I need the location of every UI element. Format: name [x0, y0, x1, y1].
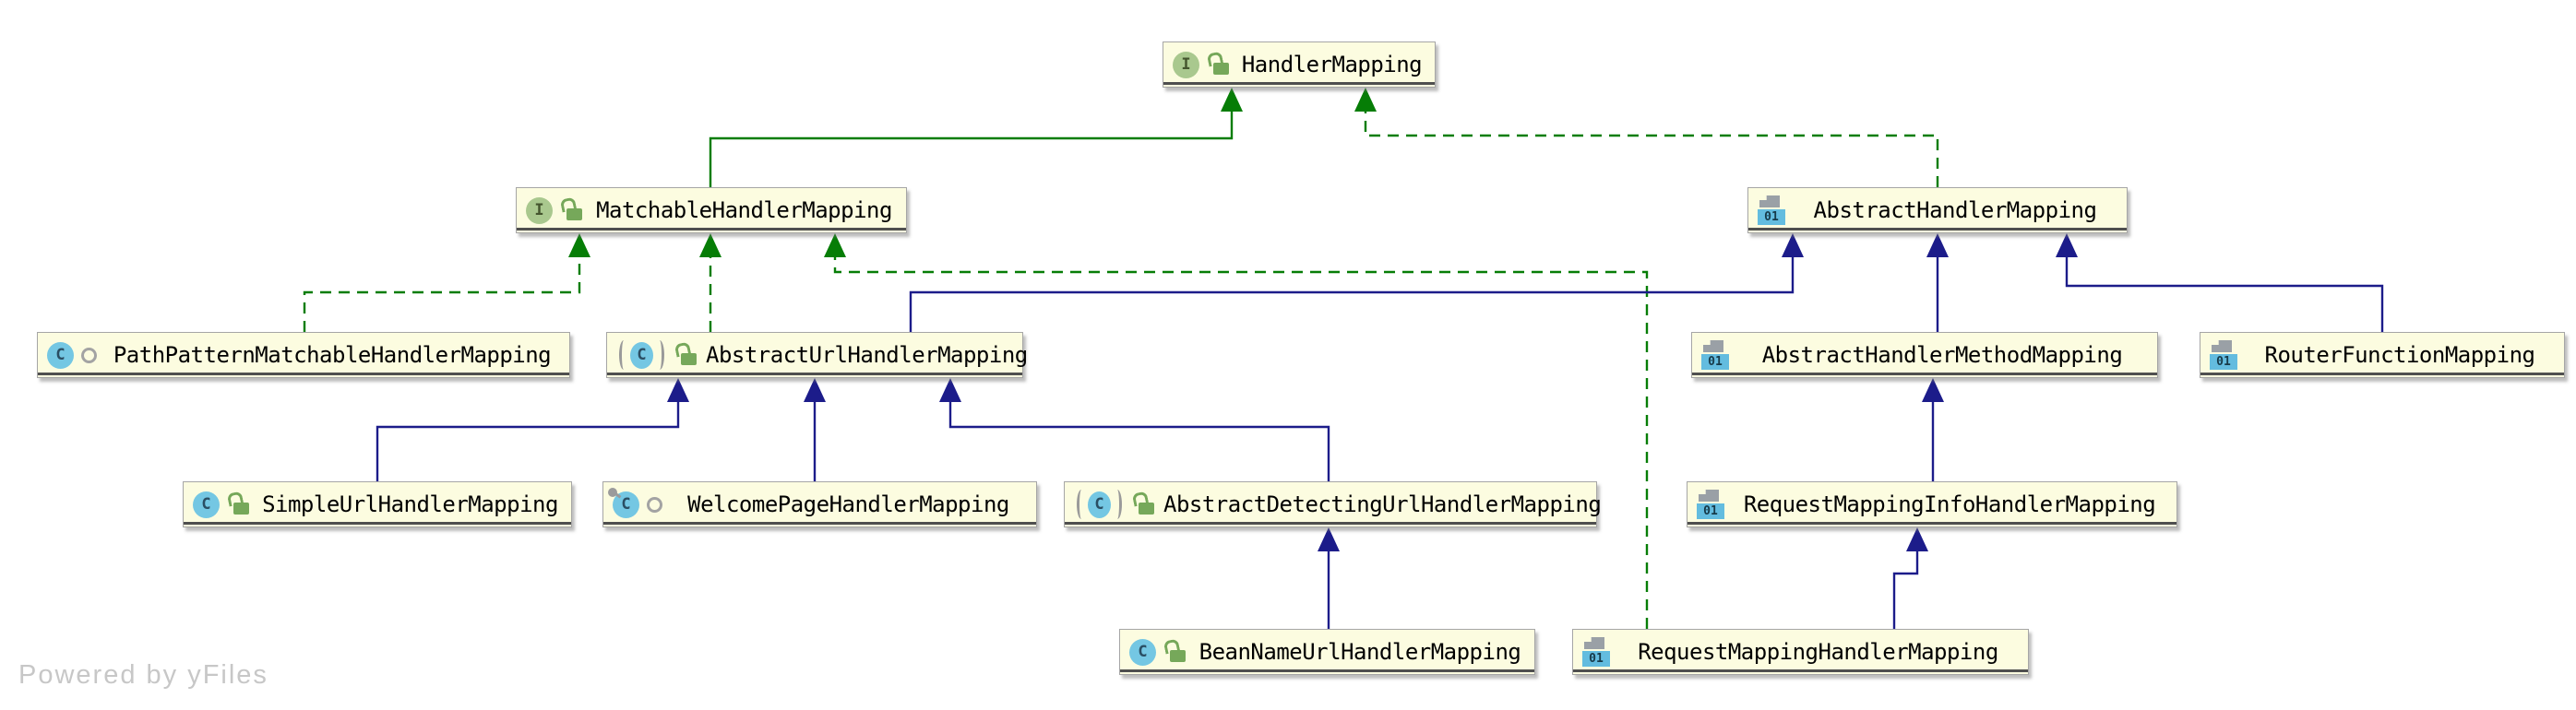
- class-file-icon: [1697, 490, 1724, 519]
- yfiles-watermark: Powered by yFiles: [18, 660, 268, 690]
- open-lock-icon: [227, 490, 251, 519]
- arrowhead-extends-abstract-handler-mapping: [2056, 233, 2078, 257]
- arrowhead-extends-abstract-handler-mapping: [1926, 233, 1949, 257]
- edge-simple-url-handler-mapping-extends-abstract-url-handler-mapping: [376, 400, 680, 481]
- open-lock-icon: [674, 340, 698, 370]
- open-lock-icon: [1163, 637, 1187, 667]
- arrowhead-implements-matchable-handler-mapping: [824, 233, 846, 257]
- edge-abstract-url-handler-mapping-extends-abstract-handler-mapping: [909, 255, 1795, 332]
- class-file-icon: [1758, 195, 1785, 225]
- arrowhead-extends-request-mapping-info-handler-mapping: [1906, 527, 1928, 551]
- edge-matchable-handler-mapping-extends-handler-mapping: [709, 110, 1234, 187]
- class-node-bean-name-url-handler-mapping[interactable]: BeanNameUrlHandlerMapping: [1119, 629, 1535, 675]
- open-lock-icon: [1207, 50, 1231, 79]
- class-icon: [1129, 638, 1156, 666]
- class-name-label: RequestMappingInfoHandlerMapping: [1743, 491, 2156, 517]
- class-name-label: MatchableHandlerMapping: [596, 197, 892, 223]
- class-node-abstract-url-handler-mapping[interactable]: AbstractUrlHandlerMapping: [606, 332, 1028, 378]
- open-lock-icon: [560, 195, 584, 225]
- edge-path-pattern-matchable-handler-mapping-implements-matchable-handler-mapping: [303, 255, 581, 332]
- class-node-handler-mapping[interactable]: HandlerMapping: [1163, 41, 1436, 88]
- package-private-icon: [647, 496, 662, 513]
- class-name-label: AbstractHandlerMethodMapping: [1761, 342, 2123, 368]
- arrowhead-extends-abstract-url-handler-mapping: [804, 378, 826, 402]
- package-private-icon: [81, 347, 97, 363]
- abstract-class-icon: [1074, 490, 1125, 519]
- class-node-simple-url-handler-mapping[interactable]: SimpleUrlHandlerMapping: [183, 481, 572, 527]
- arrowhead-implements-matchable-handler-mapping: [568, 233, 590, 257]
- arrowhead-implements-matchable-handler-mapping: [699, 233, 722, 257]
- class-name-label: AbstractUrlHandlerMapping: [706, 342, 1028, 368]
- class-node-path-pattern-matchable-handler-mapping[interactable]: PathPatternMatchableHandlerMapping: [37, 332, 570, 378]
- arrowhead-extends-abstract-url-handler-mapping: [939, 378, 961, 402]
- class-node-abstract-detecting-url-handler-mapping[interactable]: AbstractDetectingUrlHandlerMapping: [1064, 481, 1602, 527]
- class-node-request-mapping-handler-mapping[interactable]: RequestMappingHandlerMapping: [1572, 629, 2029, 675]
- class-file-icon: [2210, 340, 2237, 370]
- class-icon: [47, 341, 74, 369]
- class-name-label: BeanNameUrlHandlerMapping: [1199, 639, 1521, 665]
- class-node-router-function-mapping[interactable]: RouterFunctionMapping: [2200, 332, 2565, 378]
- class-name-label: AbstractHandlerMapping: [1813, 197, 2097, 223]
- interface-icon: [1173, 51, 1199, 78]
- class-name-label: WelcomePageHandlerMapping: [687, 491, 1009, 517]
- class-name-label: RequestMappingHandlerMapping: [1638, 639, 1998, 665]
- edge-router-function-mapping-extends-abstract-handler-mapping: [2065, 255, 2384, 332]
- open-lock-icon: [1132, 490, 1156, 519]
- interface-icon: [526, 196, 553, 224]
- class-node-welcome-page-handler-mapping[interactable]: WelcomePageHandlerMapping: [602, 481, 1037, 527]
- arrowhead-implements-handler-mapping: [1354, 88, 1377, 112]
- class-node-abstract-handler-method-mapping[interactable]: AbstractHandlerMethodMapping: [1691, 332, 2158, 378]
- final-class-icon: [608, 487, 639, 518]
- class-file-icon: [1582, 637, 1610, 667]
- arrowhead-extends-handler-mapping: [1221, 88, 1243, 112]
- edge-abstract-handler-mapping-implements-handler-mapping: [1364, 110, 1939, 187]
- class-node-matchable-handler-mapping[interactable]: MatchableHandlerMapping: [516, 187, 907, 233]
- edge-request-mapping-handler-mapping-extends-request-mapping-info-handler-mapping: [1892, 550, 1919, 629]
- arrowhead-extends-abstract-url-handler-mapping: [667, 378, 689, 402]
- edge-request-mapping-handler-mapping-implements-matchable-handler-mapping: [833, 255, 1649, 629]
- arrowhead-extends-abstract-handler-mapping: [1782, 233, 1804, 257]
- edge-abstract-detecting-url-handler-mapping-extends-abstract-url-handler-mapping: [948, 400, 1330, 481]
- class-name-label: AbstractDetectingUrlHandlerMapping: [1163, 491, 1602, 517]
- class-name-label: PathPatternMatchableHandlerMapping: [113, 342, 552, 368]
- class-node-abstract-handler-mapping[interactable]: AbstractHandlerMapping: [1747, 187, 2128, 233]
- arrowhead-extends-abstract-detecting-url-handler-mapping: [1318, 527, 1340, 551]
- class-node-request-mapping-info-handler-mapping[interactable]: RequestMappingInfoHandlerMapping: [1687, 481, 2177, 527]
- class-name-label: SimpleUrlHandlerMapping: [262, 491, 558, 517]
- class-name-label: HandlerMapping: [1241, 52, 1423, 77]
- class-file-icon: [1701, 340, 1729, 370]
- class-name-label: RouterFunctionMapping: [2264, 342, 2535, 368]
- arrowhead-extends-abstract-handler-method-mapping: [1922, 378, 1944, 402]
- abstract-class-icon: [616, 340, 667, 370]
- class-icon: [193, 491, 220, 518]
